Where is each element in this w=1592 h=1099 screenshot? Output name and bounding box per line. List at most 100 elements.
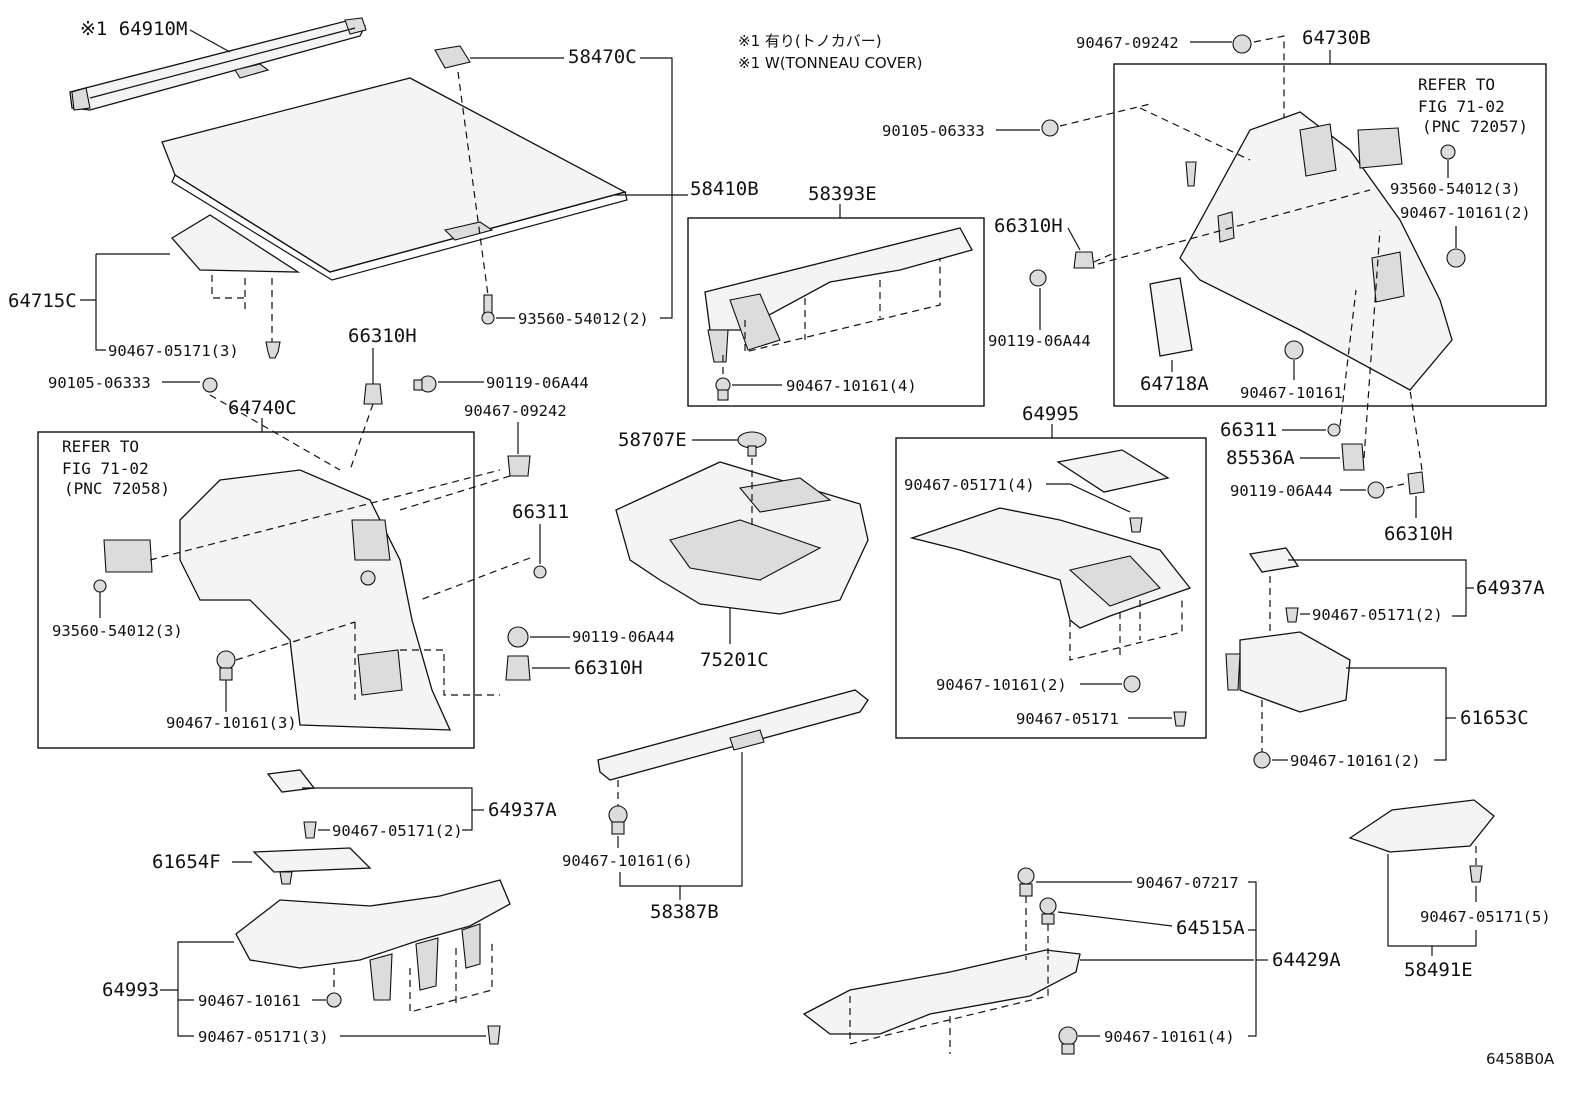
refer-left-3: (PNC 72058) (64, 479, 170, 498)
box-61653C (1225, 631, 1351, 713)
label-90467-07217: 90467-07217 (1136, 874, 1239, 892)
label-90467-05171-3a: 90467-05171(3) (108, 342, 239, 360)
clip-66310H-c (1073, 251, 1095, 269)
label-61654F: 61654F (152, 851, 221, 873)
refer-right-3: (PNC 72057) (1422, 117, 1528, 136)
clip-64515A (1039, 897, 1057, 925)
trim-64993 (235, 879, 511, 1001)
trim-64429A (802, 949, 1081, 1035)
label-58470C: 58470C (568, 46, 637, 68)
clip-90467-10161-left (216, 650, 236, 681)
label-90467-09242-a: 90467-09242 (464, 402, 567, 420)
label-66311-b: 66311 (1220, 419, 1277, 441)
screw-93560-right (1440, 144, 1456, 160)
label-90467-10161-4a: 90467-10161(4) (786, 377, 917, 395)
label-90467-10161-2c: 90467-10161(2) (1290, 752, 1421, 770)
label-93560-54012-2: 93560-54012(2) (518, 310, 649, 328)
label-66310H-c: 66310H (994, 215, 1063, 237)
cover-64937A-right (1248, 547, 1300, 573)
deck-board-58410B (161, 77, 628, 281)
label-75201C: 75201C (700, 649, 769, 671)
label-64515A: 64515A (1176, 917, 1245, 939)
clip-90467-05171-box2 (1173, 711, 1187, 727)
label-90467-05171-5: 90467-05171(5) (1420, 908, 1551, 926)
box-64730B (1113, 63, 1547, 407)
lamp-bracket-right (1357, 127, 1403, 169)
label-66310H-b: 66310H (574, 657, 643, 679)
lamp-bracket (103, 539, 153, 573)
refer-right-2: FIG 71-02 (1418, 97, 1505, 116)
screw-93560-left (93, 579, 107, 593)
hook-64730B (1185, 161, 1197, 187)
clip-66310H-d (1407, 471, 1425, 495)
label-58387B: 58387B (650, 901, 719, 923)
nut-90119-c (1029, 269, 1047, 287)
box-58393E (687, 217, 985, 407)
nut-66311-b (1327, 423, 1341, 437)
label-64740C: 64740C (228, 397, 297, 419)
label-90105-06333b: 90105-06333 (882, 122, 985, 140)
label-64715C: 64715C (8, 290, 77, 312)
label-93560-54012-3b: 93560-54012(3) (1390, 180, 1521, 198)
clip-66310H-a (363, 383, 383, 405)
clip-90467-10161-61653C (1253, 751, 1271, 769)
screw-93560 (481, 294, 495, 325)
box-64740C (37, 431, 475, 749)
clip-90467-05171-5 (1469, 865, 1483, 883)
nut-90119-d (1367, 481, 1385, 499)
deck-handle-58470C (434, 45, 471, 69)
clip-90467-05171-box (1129, 517, 1143, 533)
label-90119-06A44-c: 90119-06A44 (988, 332, 1091, 350)
clip-90467-09242-b (1232, 34, 1252, 54)
clip-90467-07217 (1017, 867, 1035, 897)
label-90467-05171-2a: 90467-05171(2) (1312, 606, 1443, 624)
label-90467-05171-3b: 90467-05171(3) (198, 1028, 329, 1046)
label-66310H-d: 66310H (1384, 523, 1453, 545)
cover-64718A (1149, 277, 1193, 357)
quarter-trim-64730B (1179, 111, 1453, 391)
label-64910M: ※1 64910M (80, 18, 187, 40)
label-64995: 64995 (1022, 403, 1079, 425)
label-64429A: 64429A (1272, 949, 1341, 971)
clip-90467-09242-a (507, 455, 531, 477)
label-90467-05171-a: 90467-05171 (1016, 710, 1119, 728)
refer-right-1: REFER TO (1418, 75, 1495, 94)
label-58491E: 58491E (1404, 959, 1473, 981)
clip-58707E (737, 431, 767, 457)
label-61653C: 61653C (1460, 707, 1529, 729)
label-93560-54012-3a: 93560-54012(3) (52, 622, 183, 640)
scuff-plate-58387B (597, 689, 869, 781)
clip-66310H-b (505, 655, 531, 681)
label-64937A-a: 64937A (1476, 577, 1545, 599)
label-66310H-a: 66310H (348, 325, 417, 347)
label-90467-10161-a: 90467-10161 (1240, 384, 1343, 402)
nut-90119-b (507, 626, 529, 648)
nut-66311-a (533, 565, 547, 579)
quarter-trim-64740C (179, 469, 452, 731)
clip-90467-10161-right (1446, 248, 1466, 268)
label-90119-06A44-b: 90119-06A44 (572, 628, 675, 646)
label-90119-06A44-a: 90119-06A44 (486, 374, 589, 392)
clip-90467-05171-right (1285, 607, 1299, 623)
luggage-tray-75201C (615, 461, 869, 615)
label-64718A: 64718A (1140, 373, 1209, 395)
label-64730B: 64730B (1302, 27, 1371, 49)
bolt-90105-a (202, 377, 218, 393)
label-58410B: 58410B (690, 178, 759, 200)
label-90467-10161-b: 90467-10161 (198, 992, 301, 1010)
box-64995 (895, 437, 1207, 739)
cover-64937A-left (266, 769, 316, 793)
clip-90467-05171 (265, 341, 281, 359)
figure-code: 6458B0A (1486, 1050, 1555, 1068)
label-58707E: 58707E (618, 429, 687, 451)
refer-left-1: REFER TO (62, 437, 139, 456)
clip-90467-10161-right2 (1284, 340, 1304, 360)
panel-61654F (252, 847, 372, 885)
label-90467-10161-3: 90467-10161(3) (166, 714, 297, 732)
label-90467-10161-4b: 90467-10161(4) (1104, 1028, 1235, 1046)
retainer-85536A (1341, 443, 1365, 471)
tonneau-cover-64910M (69, 17, 367, 111)
label-90105-06333a: 90105-06333 (48, 374, 151, 392)
refer-left-2: FIG 71-02 (62, 459, 149, 478)
